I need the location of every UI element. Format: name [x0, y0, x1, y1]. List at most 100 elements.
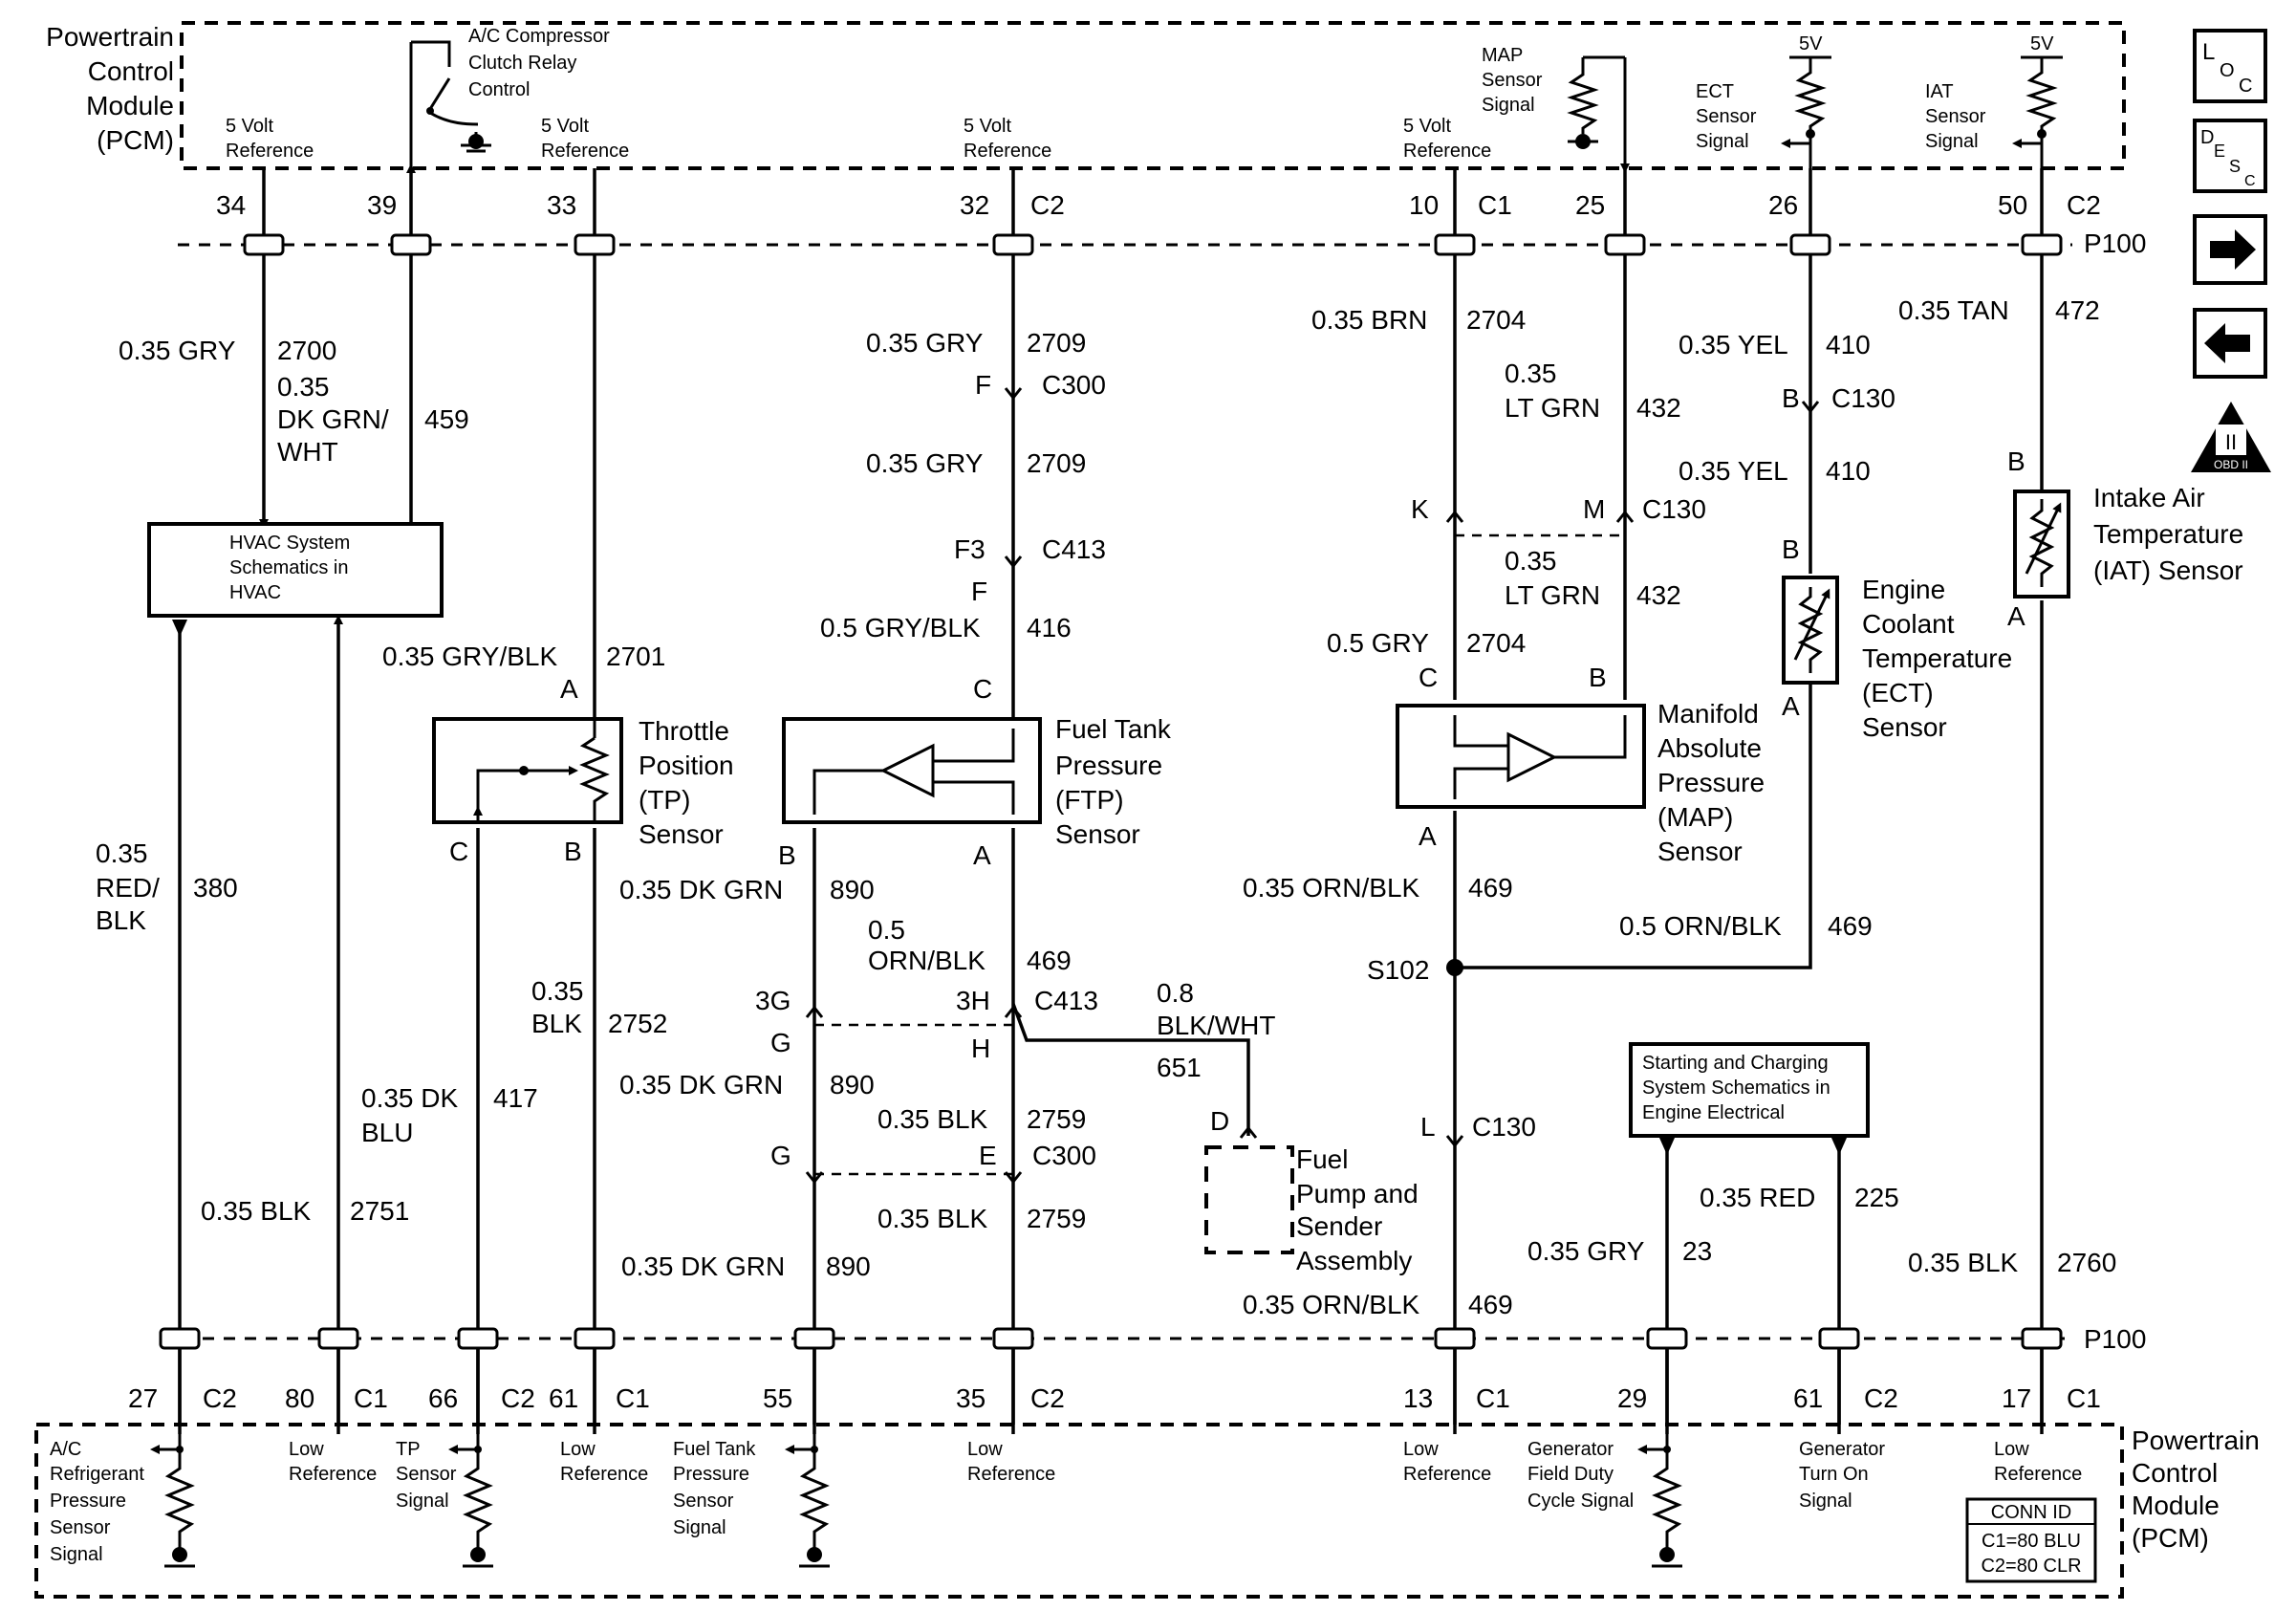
pin-61b-conn: C2 — [1864, 1383, 1898, 1413]
ferrule-13 — [1434, 1327, 1476, 1350]
label-blk-2759b: 0.35 BLK — [877, 1204, 988, 1233]
ferrule-55 — [793, 1327, 835, 1350]
c130-k-chevron-icon — [1445, 510, 1464, 523]
low-ref-80-line1: Low — [289, 1439, 324, 1460]
gen-field-line2: Field Duty — [1527, 1464, 1614, 1485]
label-c130-ect: C130 — [1831, 383, 1895, 413]
pin-32: 32 — [960, 190, 989, 220]
low-ref-35-line1: Low — [967, 1439, 1003, 1460]
ect-label-line2: Coolant — [1862, 609, 1955, 639]
ferrule-61b — [1818, 1327, 1860, 1350]
ftp-label-line4: Sensor — [1055, 819, 1140, 849]
label-472: 472 — [2055, 295, 2100, 325]
map-label-line1: Manifold — [1657, 699, 1759, 729]
label-dkblu-1: 0.35 DK — [361, 1083, 458, 1113]
label-c413-top: C413 — [1042, 534, 1106, 564]
label-2704a: 2704 — [1466, 305, 1526, 335]
label-ornblk-05-2: ORN/BLK — [868, 946, 986, 975]
pcm-bottom-box — [34, 1423, 2124, 1599]
label-iat-b: B — [2007, 446, 2025, 476]
ac-refrig-line3: Pressure — [50, 1491, 126, 1512]
wire-labels: 0.35 GRY 2700 0.35 DK GRN/ WHT 459 0.35 … — [96, 295, 2116, 1319]
label-yel-410b: 0.35 YEL — [1679, 456, 1788, 486]
tp-signal-line3: Signal — [396, 1491, 449, 1512]
label-blkwht-2: BLK/WHT — [1157, 1011, 1275, 1040]
gen-field-resistor-icon — [1652, 1425, 1682, 1549]
label-dkgrn-890b: 0.35 DK GRN — [619, 1070, 783, 1099]
ac-refrig-line4: Sensor — [50, 1517, 111, 1538]
label-dkblu-2: BLU — [361, 1118, 413, 1147]
label-2701: 2701 — [606, 642, 665, 671]
relay-ground-icon — [468, 134, 484, 149]
pin-50: 50 — [1998, 190, 2027, 220]
label-469-ect: 469 — [1828, 911, 1873, 941]
low-ref-13-line1: Low — [1403, 1439, 1439, 1460]
next-page-button[interactable] — [2193, 214, 2267, 285]
pin-66: 66 — [428, 1383, 458, 1413]
label-blk-2760: 0.35 BLK — [1908, 1248, 2019, 1277]
pin-55: 55 — [763, 1383, 792, 1413]
connector-chevrons — [805, 387, 1820, 1185]
label-ornblk-469-ect: 0.5 ORN/BLK — [1619, 911, 1782, 941]
c413-chevron-icon — [1004, 555, 1023, 569]
ac-refrig-line2: Refrigerant — [50, 1464, 144, 1485]
relay-contact-dot-icon — [426, 107, 434, 115]
label-459: 459 — [424, 404, 469, 434]
pcm-bottom-text: A/C Refrigerant Pressure Sensor Signal L… — [50, 1439, 2082, 1565]
label-ftp-c: C — [973, 674, 992, 704]
ferrule-61a — [574, 1327, 616, 1350]
label-ornblk-469-low: 0.35 ORN/BLK — [1243, 1290, 1420, 1319]
label-fuel-pump-d: D — [1210, 1106, 1229, 1136]
label-c130-l: L — [1420, 1112, 1436, 1142]
five-volt-ref-32-line1: 5 Volt — [964, 116, 1011, 137]
label-651: 651 — [1157, 1053, 1202, 1082]
bottom-pulldown-resistors — [150, 1425, 1682, 1568]
ftp-signal-line3: Sensor — [673, 1491, 734, 1512]
c413-3g-chevron-icon — [805, 1005, 824, 1018]
pin-27: 27 — [128, 1383, 158, 1413]
label-2700: 2700 — [277, 336, 336, 365]
pin-80: 80 — [285, 1383, 314, 1413]
inline-connectors — [814, 533, 1625, 1176]
iat-label: Intake Air Temperature (IAT) Sensor — [2093, 483, 2243, 585]
pin-35-conn: C2 — [1030, 1383, 1065, 1413]
ect-sensor — [1782, 576, 1839, 685]
ac-refrig-resistor-icon — [164, 1425, 195, 1549]
ftp-signal-line2: Pressure — [673, 1464, 749, 1485]
pcm-top-label-line4: (PCM) — [97, 125, 174, 155]
pcm-top-label-line3: Module — [86, 91, 174, 120]
arrowhead-225-icon — [1831, 1138, 1847, 1155]
conn-id-c1: C1=80 BLU — [1982, 1531, 2081, 1552]
label-2751: 2751 — [350, 1196, 409, 1226]
label-redblk-1: 0.35 — [96, 838, 148, 868]
label-ltgrn-a1: 0.35 — [1505, 359, 1557, 388]
ect-5v-label: 5V — [1799, 33, 1823, 54]
label-410b: 410 — [1826, 456, 1871, 486]
pin-25: 25 — [1575, 190, 1605, 220]
pin-26: 26 — [1768, 190, 1798, 220]
five-volt-ref-33-line1: 5 Volt — [541, 116, 589, 137]
ferrule-17 — [2021, 1327, 2063, 1350]
label-890b: 890 — [830, 1070, 875, 1099]
iat-signal-line3: Signal — [1925, 131, 1979, 152]
iat-label-line2: Temperature — [2093, 519, 2243, 549]
location-button[interactable]: L O C — [2193, 29, 2267, 103]
bottom-grounds — [172, 1446, 1675, 1562]
obd-ii-badge[interactable]: II OBD II — [2191, 402, 2271, 472]
ground-ac-refrig-icon — [172, 1547, 187, 1562]
c130-l-chevron-icon — [1445, 1135, 1464, 1148]
bottom-pin-labels: 27 C2 80 C1 66 C2 61 C1 55 35 C2 13 C1 2… — [128, 1383, 2101, 1413]
ferrule-35 — [992, 1327, 1034, 1350]
label-890c: 890 — [826, 1252, 871, 1281]
ground-ftp-icon — [807, 1547, 822, 1562]
ferrule-26 — [1789, 233, 1831, 256]
ac-refrig-line1: A/C — [50, 1439, 81, 1460]
gen-box-line3: Engine Electrical — [1642, 1102, 1785, 1123]
label-s102: S102 — [1367, 955, 1429, 985]
map-label-line2: Absolute — [1657, 733, 1762, 763]
label-c413-g: G — [770, 1028, 791, 1057]
label-tp-a: A — [560, 674, 578, 704]
description-button[interactable]: D E S C — [2193, 119, 2267, 193]
previous-page-button[interactable] — [2193, 308, 2267, 379]
